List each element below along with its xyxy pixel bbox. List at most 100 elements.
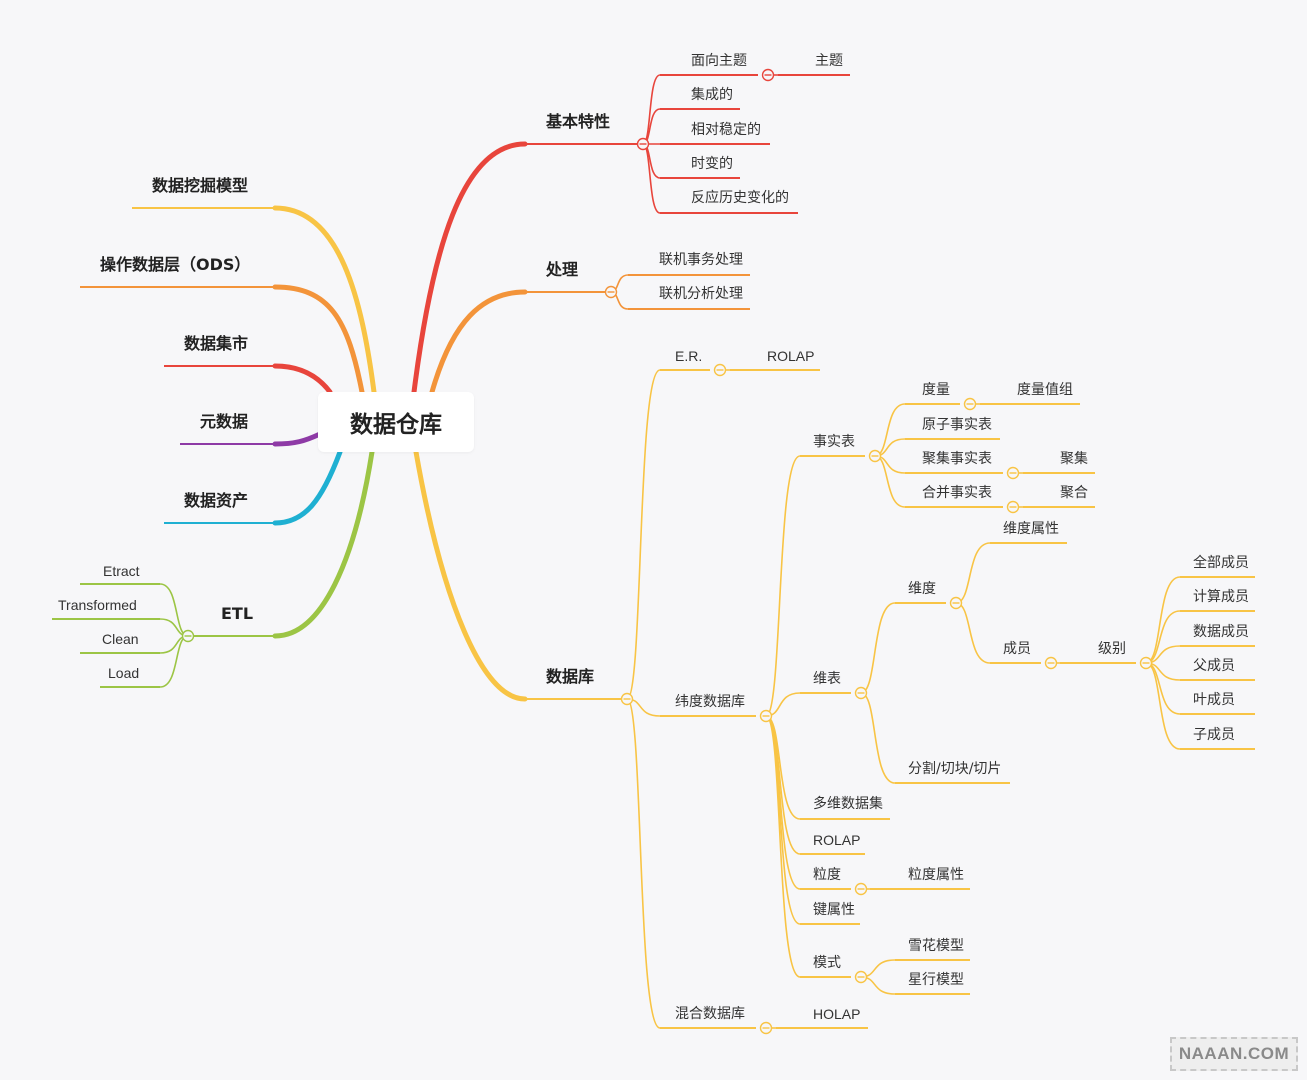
collapse-toggle-icon[interactable] [854,882,868,896]
branch-edge-etl [272,449,375,639]
connector-edge [955,542,991,604]
node-right-2-1-1-0-1[interactable]: 成员 [1003,641,1031,657]
node-right-0-0-0[interactable]: 主题 [815,53,843,69]
node-left-5-0[interactable]: Etract [103,563,140,579]
connector-edge [1145,576,1181,664]
node-right-2-1-0[interactable]: 事实表 [813,434,855,450]
node-right-2-1-0-0-0[interactable]: 度量值组 [1017,382,1073,398]
node-right-1-0[interactable]: 联机事务处理 [659,252,743,268]
node-right-2-2-0[interactable]: HOLAP [813,1006,861,1022]
collapse-toggle-icon[interactable] [181,629,195,643]
node-right-0-2[interactable]: 相对稳定的 [691,122,761,138]
connector-edge [874,403,906,457]
collapse-toggle-icon[interactable] [868,449,882,463]
node-right-2-1-1-0-1-0-4[interactable]: 叶成员 [1193,692,1235,708]
watermark-logo: NAAAN.COM [1170,1037,1298,1071]
node-right-2-1-0-0[interactable]: 度量 [922,382,950,398]
node-right-2-1-0-2-0[interactable]: 聚集 [1060,451,1088,467]
connector-edge [860,692,896,784]
node-right-2-1-1-0-0[interactable]: 维度属性 [1003,521,1059,537]
collapse-toggle-icon[interactable] [963,397,977,411]
node-left-4[interactable]: 数据资产 [184,491,249,510]
connector-edge [765,455,801,717]
node-right-2-1-1[interactable]: 维表 [813,671,841,687]
node-right-0-0[interactable]: 面向主题 [691,53,747,69]
connector-edge [1145,610,1181,664]
node-right-2-1-4[interactable]: 粒度 [813,867,841,883]
node-right-0-3[interactable]: 时变的 [691,156,733,172]
collapse-toggle-icon[interactable] [1044,656,1058,670]
node-left-1[interactable]: 操作数据层（ODS） [100,255,251,274]
node-right-1-1[interactable]: 联机分析处理 [659,286,743,302]
branch-edge-data-mining [272,205,377,395]
branch-edge-ods [272,284,365,395]
node-right-2-1-1-0-1-0-2[interactable]: 数据成员 [1193,624,1249,640]
node-right-2-1-1-0[interactable]: 维度 [908,581,936,597]
node-right-2-0[interactable]: E.R. [675,348,703,364]
node-right-2-1-1-1[interactable]: 分割/切块/切片 [908,761,1002,777]
connector-edge [159,583,189,637]
node-right-0-4[interactable]: 反应历史变化的 [691,190,789,206]
connector-edge [626,369,661,700]
branch-edge-basic-features [411,141,528,395]
node-right-2-1-5[interactable]: 键属性 [813,902,855,918]
node-right-2-1-6[interactable]: 模式 [813,955,841,971]
node-right-2-1-3[interactable]: ROLAP [813,832,861,848]
collapse-toggle-icon[interactable] [1139,656,1153,670]
central-topic[interactable]: 数据仓库 [318,392,474,452]
node-right-2-1-0-3[interactable]: 合并事实表 [922,485,992,501]
collapse-toggle-icon[interactable] [620,692,634,706]
branch-edge-data-assets [272,449,343,526]
node-right-2-1-1-0-1-0-1[interactable]: 计算成员 [1193,589,1249,605]
node-right-1[interactable]: 处理 [546,260,579,279]
node-right-2-1-0-1[interactable]: 原子事实表 [922,417,992,433]
collapse-toggle-icon[interactable] [636,137,650,151]
node-left-3[interactable]: 元数据 [200,412,249,431]
branch-edge-database [413,449,528,702]
connector-edge [159,635,189,688]
collapse-toggle-icon[interactable] [604,285,618,299]
collapse-toggle-icon[interactable] [949,596,963,610]
node-right-2-1-1-0-1-0-5[interactable]: 子成员 [1193,727,1235,743]
collapse-toggle-icon[interactable] [854,686,868,700]
node-left-5-2[interactable]: Clean [102,631,139,647]
connector-edge [1145,662,1181,715]
node-right-0[interactable]: 基本特性 [546,112,611,131]
node-left-5-3[interactable]: Load [108,665,140,681]
connector-edge [626,698,661,1029]
collapse-toggle-icon[interactable] [1006,466,1020,480]
branch-edge-metadata [272,431,323,447]
collapse-toggle-icon[interactable] [1006,500,1020,514]
node-right-2[interactable]: 数据库 [546,667,595,686]
collapse-toggle-icon[interactable] [759,709,773,723]
node-right-2-2[interactable]: 混合数据库 [675,1006,745,1022]
node-left-2[interactable]: 数据集市 [184,334,249,353]
branch-edge-data-mart [272,363,333,395]
node-left-5-1[interactable]: Transformed [58,597,137,613]
collapse-toggle-icon[interactable] [759,1021,773,1035]
node-right-2-1[interactable]: 纬度数据库 [675,694,745,710]
node-right-2-1-2[interactable]: 多维数据集 [813,796,883,812]
node-right-2-1-0-2[interactable]: 聚集事实表 [922,451,992,467]
connector-edge [874,455,906,508]
collapse-toggle-icon[interactable] [713,363,727,377]
node-left-0[interactable]: 数据挖掘模型 [152,176,249,195]
node-right-2-1-0-3-0[interactable]: 聚合 [1060,485,1088,501]
branch-edge-processing [429,289,528,395]
node-left-5[interactable]: ETL [221,604,254,623]
node-right-2-1-6-0[interactable]: 雪花模型 [908,938,964,954]
node-right-2-1-1-0-1-0-3[interactable]: 父成员 [1193,658,1235,674]
connector-edge [1145,662,1181,750]
node-right-2-1-1-0-1-0[interactable]: 级别 [1098,641,1126,657]
node-right-2-1-4-0[interactable]: 粒度属性 [908,867,964,883]
node-right-2-1-6-1[interactable]: 星行模型 [908,972,964,988]
node-right-0-1[interactable]: 集成的 [691,87,733,103]
connector-edge [765,715,801,978]
node-right-2-0-0[interactable]: ROLAP [767,348,815,364]
collapse-toggle-icon[interactable] [854,970,868,984]
node-right-2-1-1-0-1-0-0[interactable]: 全部成员 [1193,555,1249,571]
collapse-toggle-icon[interactable] [761,68,775,82]
connector-edge [642,143,661,214]
connector-edge [955,602,991,664]
